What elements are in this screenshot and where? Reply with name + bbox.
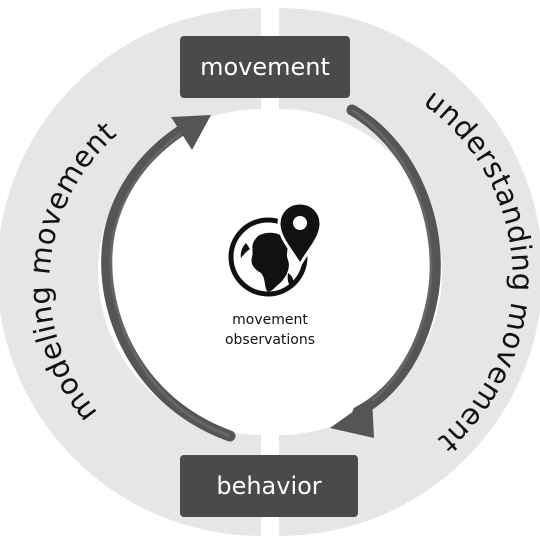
movement-box: movement	[180, 36, 350, 98]
understanding-arrow-head	[330, 398, 374, 438]
center-label-line2: observations	[225, 332, 315, 348]
modeling-arrow-head	[171, 115, 211, 150]
ring-left-half	[0, 8, 261, 536]
center-label-line1: movement	[232, 312, 308, 328]
movement-box-label: movement	[200, 53, 330, 81]
outer-ring	[0, 8, 540, 536]
globe-location-pin-icon	[228, 201, 323, 297]
understanding-arrow	[330, 104, 441, 438]
location-pin	[277, 201, 323, 269]
behavior-box: behavior	[180, 455, 358, 517]
ring-right-half	[279, 8, 540, 536]
modeling-arrow	[101, 115, 236, 442]
behavior-box-label: behavior	[216, 472, 321, 500]
